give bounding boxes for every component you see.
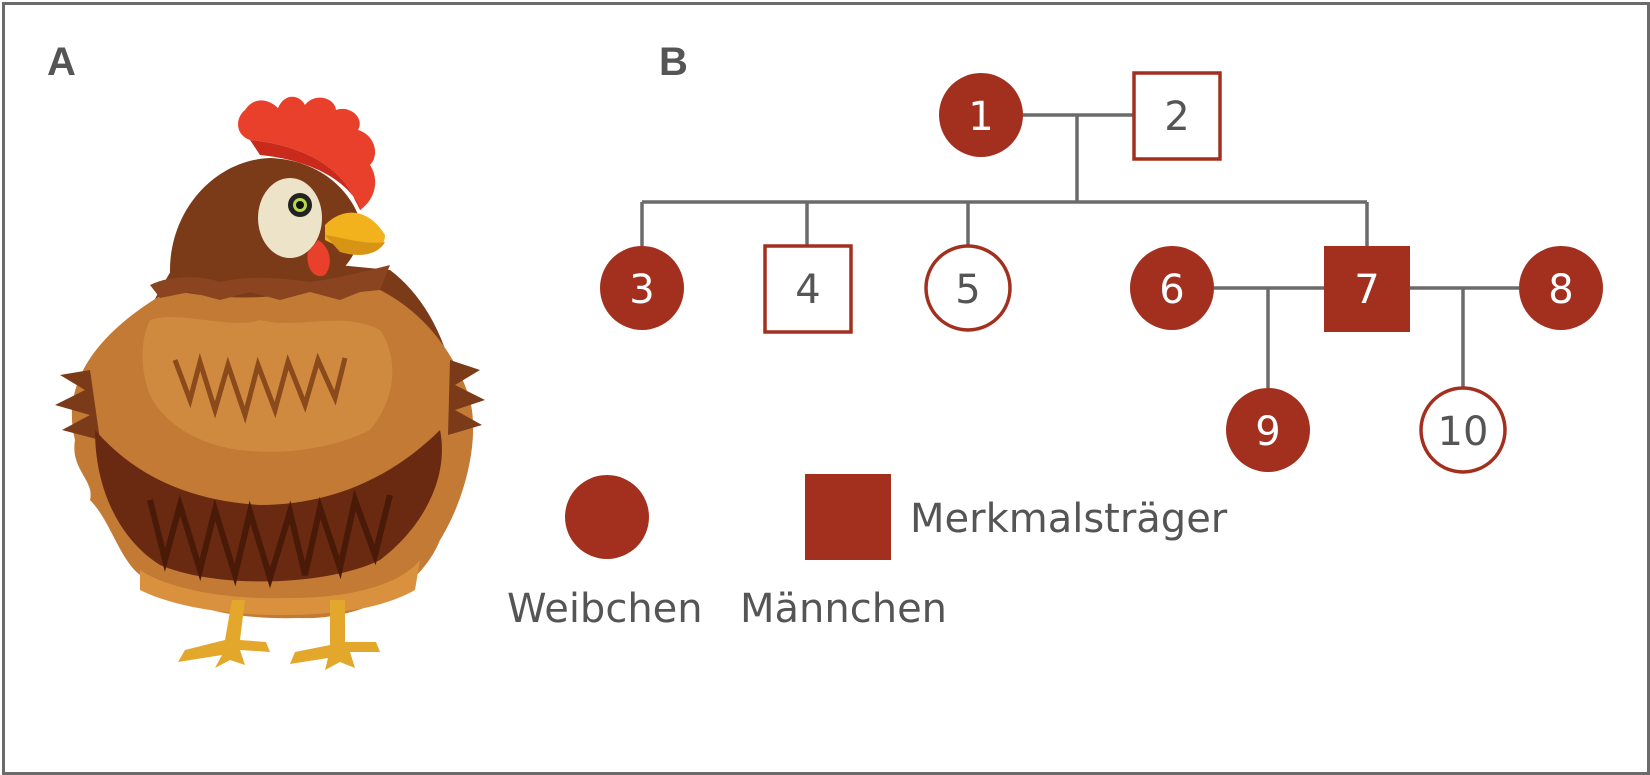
- individual-4: 4: [763, 244, 853, 334]
- individual-7: 7: [1324, 246, 1410, 332]
- individual-label-5: 5: [955, 267, 980, 313]
- individual-6: 6: [1130, 246, 1214, 330]
- panel-label-b: B: [659, 40, 688, 84]
- legend-male-symbol: [805, 474, 891, 560]
- individual-9: 9: [1226, 388, 1310, 472]
- individual-label-3: 3: [629, 267, 654, 313]
- legend: Merkmalsträger Weibchen Männchen: [507, 474, 1228, 632]
- individual-label-4: 4: [795, 267, 820, 313]
- individual-5: 5: [924, 244, 1012, 332]
- individual-label-8: 8: [1548, 267, 1573, 313]
- individual-3: 3: [600, 246, 684, 330]
- individual-label-9: 9: [1255, 409, 1280, 455]
- individual-2: 2: [1132, 71, 1222, 161]
- legend-affected-label: Merkmalsträger: [910, 496, 1228, 542]
- individual-1: 1: [939, 73, 1023, 157]
- individual-label-6: 6: [1159, 267, 1184, 313]
- pedigree-lines: [640, 113, 1519, 388]
- individual-label-1: 1: [968, 94, 993, 140]
- individual-8: 8: [1519, 246, 1603, 330]
- legend-female-label: Weibchen: [507, 586, 703, 632]
- legend-male-label: Männchen: [740, 586, 947, 632]
- legend-female-symbol: [565, 475, 649, 559]
- panel-label-a: A: [47, 40, 76, 84]
- individual-10: 10: [1419, 386, 1507, 474]
- individual-label-7: 7: [1354, 267, 1379, 313]
- individual-label-2: 2: [1164, 94, 1189, 140]
- individual-label-10: 10: [1438, 409, 1489, 455]
